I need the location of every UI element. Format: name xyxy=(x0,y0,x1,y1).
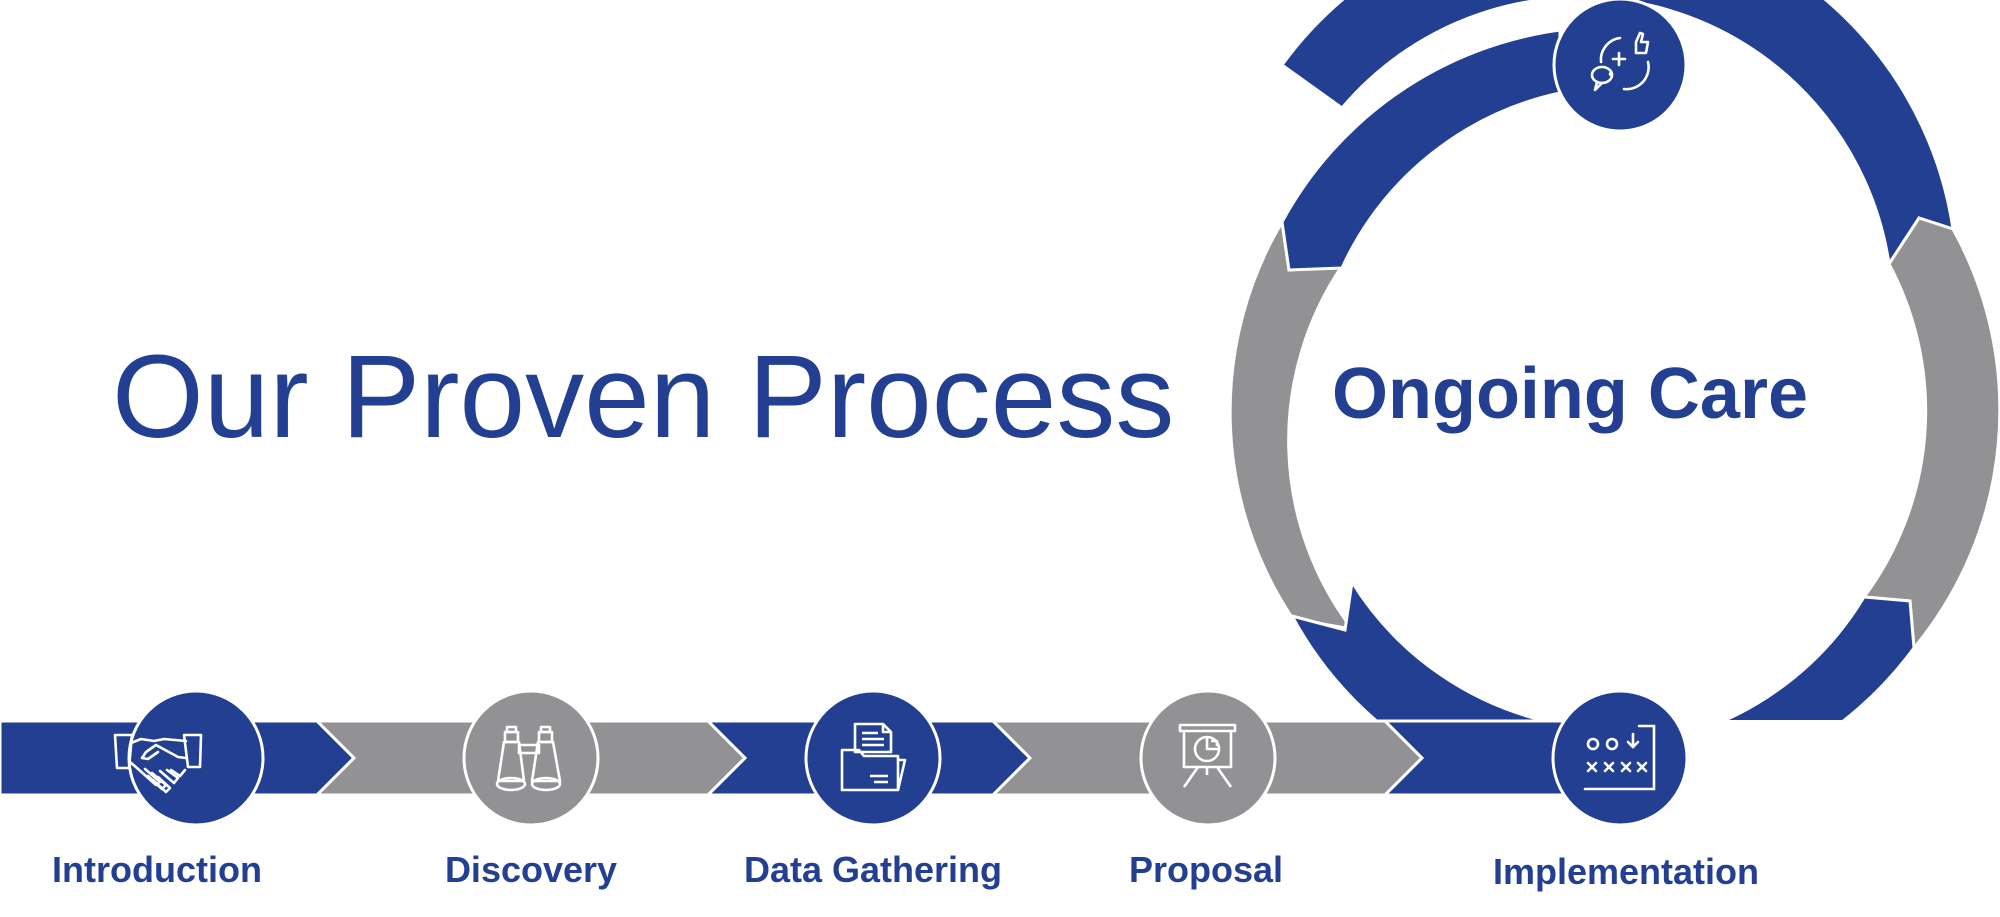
step-label-discovery: Discovery xyxy=(444,849,618,890)
step-circle-proposal xyxy=(1139,689,1277,827)
step-label-introduction: Introduction xyxy=(52,849,262,890)
cycle-segment-top xyxy=(1279,0,1955,269)
feedback-icon xyxy=(1590,31,1650,92)
handshake-icon xyxy=(113,733,203,794)
step-label-implementation: Implementation xyxy=(1492,851,1760,892)
cycle-icon-circle xyxy=(1552,0,1688,133)
step-circle-implementation xyxy=(1551,689,1689,827)
folder-documents-icon xyxy=(840,722,907,792)
step-label-data-gathering: Data Gathering xyxy=(743,849,1003,890)
page-title: Our Proven Process xyxy=(112,331,1175,463)
cycle-title: Ongoing Care xyxy=(1331,354,1808,434)
cycle-segment-right xyxy=(1861,216,2000,652)
presentation-board-icon xyxy=(1178,723,1237,788)
step-circle-discovery xyxy=(462,689,600,827)
step-label-proposal: Proposal xyxy=(1128,849,1284,890)
step-circle-introduction xyxy=(113,689,265,827)
step-circle-data-gathering xyxy=(804,689,942,827)
strategy-plan-icon xyxy=(1583,724,1656,791)
binoculars-icon xyxy=(495,725,562,792)
cycle-segment-lower-left xyxy=(1289,577,1561,720)
ongoing-care-cycle xyxy=(1228,0,2000,720)
